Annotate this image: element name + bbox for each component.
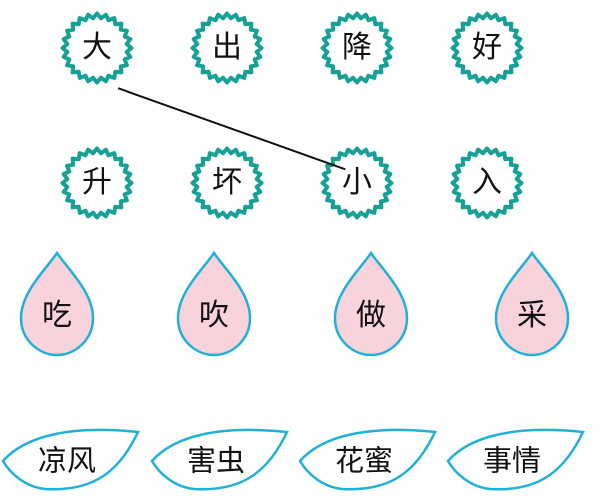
zigzag-badge[interactable] (450, 146, 524, 220)
zigzag-badge[interactable] (450, 11, 524, 85)
character-row2[interactable]: 入 (472, 165, 502, 200)
water-drop-shape[interactable] (19, 250, 95, 357)
drop-character[interactable]: 采 (517, 298, 547, 333)
leaf-word[interactable]: 花蜜 (334, 443, 394, 478)
character-row1[interactable]: 出 (212, 30, 242, 65)
character-row2[interactable]: 小 (342, 165, 372, 200)
water-drop-shape[interactable] (176, 250, 252, 357)
zigzag-badge[interactable] (60, 146, 134, 220)
zigzag-badge[interactable] (320, 11, 394, 85)
zigzag-badge[interactable] (190, 11, 264, 85)
leaf-shape[interactable] (298, 428, 437, 491)
drop-character[interactable]: 吃 (42, 298, 72, 333)
drop-character[interactable]: 吹 (199, 298, 229, 333)
water-drop-shape[interactable] (333, 250, 409, 357)
character-row1[interactable]: 降 (342, 30, 372, 65)
character-row1[interactable]: 大 (82, 30, 112, 65)
leaf-shape[interactable] (150, 428, 289, 491)
character-row2[interactable]: 坏 (212, 165, 242, 200)
character-row2[interactable]: 升 (82, 165, 112, 200)
leaf-shape[interactable] (446, 428, 585, 491)
zigzag-badge[interactable] (320, 146, 394, 220)
drop-character[interactable]: 做 (356, 298, 386, 333)
zigzag-badge[interactable] (190, 146, 264, 220)
character-row1[interactable]: 好 (472, 30, 502, 65)
zigzag-badge[interactable] (60, 11, 134, 85)
leaf-shape[interactable] (1, 428, 140, 491)
leaf-word[interactable]: 事情 (482, 443, 542, 478)
water-drop-shape[interactable] (494, 250, 570, 357)
leaf-word[interactable]: 凉风 (37, 443, 97, 478)
connection-line (117, 87, 346, 171)
leaf-word[interactable]: 害虫 (186, 443, 246, 478)
